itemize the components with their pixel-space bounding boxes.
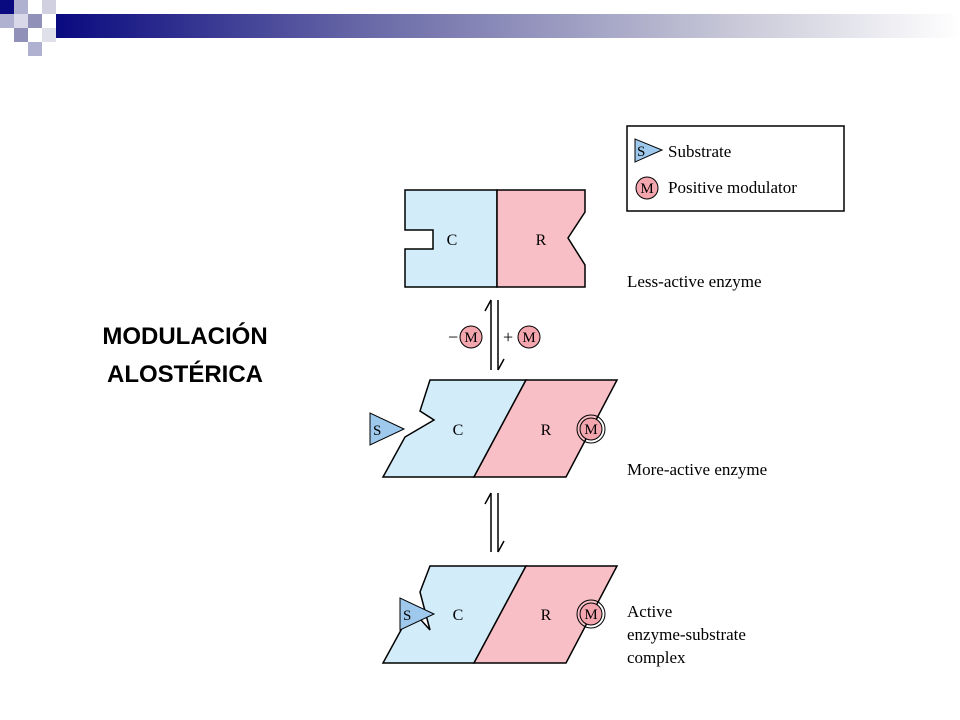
substrate-symbol: S — [373, 423, 381, 439]
title-line-1: MODULACIÓN — [102, 323, 268, 350]
catalytic-label: C — [447, 232, 458, 249]
substrate-legend-label: Substrate — [668, 142, 731, 161]
header-gradient — [56, 14, 960, 38]
header-square — [14, 14, 28, 28]
substrate-legend-icon — [634, 138, 664, 163]
less-active-label: Less-active enzyme — [627, 272, 762, 291]
regulatory-subunit — [496, 189, 586, 288]
active-complex: S M C R Active enzyme-substrate complex — [381, 565, 746, 667]
modulator-legend-icon — [635, 176, 659, 200]
modulator-symbol: M — [584, 607, 597, 623]
modulator-site — [576, 414, 606, 444]
equilibrium-arrows-top: − M + M — [448, 299, 541, 371]
substrate-icon — [369, 412, 406, 446]
header-square — [14, 0, 28, 14]
plus-sign: + — [503, 327, 513, 347]
header-square — [0, 14, 14, 28]
modulator-site — [576, 599, 606, 629]
active-complex-label-3: complex — [627, 648, 686, 667]
header-square — [0, 0, 14, 14]
modulator-legend-symbol: M — [640, 181, 653, 197]
catalytic-label: C — [453, 422, 464, 439]
modulator-bound-symbol: M — [522, 330, 535, 346]
modulator-icon — [579, 602, 603, 626]
active-complex-label-1: Active — [627, 602, 672, 621]
modulator-released-symbol: M — [464, 330, 477, 346]
slide-header-bar — [0, 0, 960, 56]
active-complex-label-2: enzyme-substrate — [627, 625, 746, 644]
slide-title: MODULACIÓN ALOSTÉRICA — [60, 318, 310, 394]
more-active-enzyme: M S C R More-active enzyme — [369, 379, 767, 479]
modulator-bound-icon — [517, 325, 541, 349]
substrate-symbol: S — [403, 608, 411, 624]
header-square — [42, 28, 56, 42]
substrate-icon — [399, 597, 436, 631]
modulator-symbol: M — [584, 422, 597, 438]
more-active-label: More-active enzyme — [627, 460, 767, 479]
minus-sign: − — [448, 327, 458, 347]
modulator-released-icon — [459, 325, 483, 349]
legend-box: S Substrate M Positive modulator — [626, 125, 845, 212]
modulator-icon — [579, 417, 603, 441]
regulatory-label: R — [541, 607, 552, 624]
modulator-legend-label: Positive modulator — [668, 178, 797, 197]
catalytic-label: C — [453, 607, 464, 624]
header-square — [42, 0, 56, 14]
regulatory-label: R — [541, 422, 552, 439]
less-active-enzyme: C R Less-active enzyme — [404, 189, 762, 291]
substrate-legend-symbol: S — [637, 144, 645, 160]
header-square — [28, 14, 42, 28]
equilibrium-arrows-bottom — [484, 492, 505, 553]
regulatory-subunit — [472, 565, 619, 664]
title-line-2: ALOSTÉRICA — [107, 361, 263, 388]
regulatory-label: R — [536, 232, 547, 249]
regulatory-subunit — [472, 379, 619, 478]
header-square — [28, 42, 42, 56]
header-square — [14, 28, 28, 42]
